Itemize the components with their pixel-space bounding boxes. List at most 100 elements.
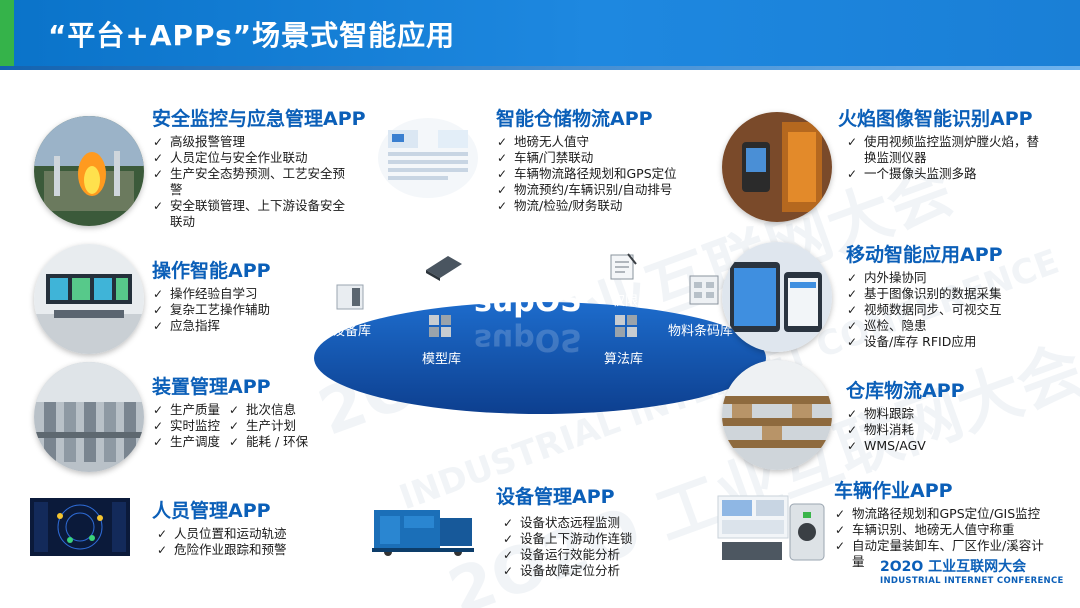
section-equipment: 设备管理APP 设备状态远程监测 设备上下游动作连锁 设备运行效能分析 设备故障… xyxy=(496,482,716,579)
list-item: 地磅无人值守 xyxy=(496,134,736,150)
warehouse-title: 智能仓储物流APP xyxy=(496,108,653,130)
header-stripe xyxy=(0,66,1080,70)
header-bar xyxy=(0,0,1080,66)
supos-logo-reflection: supOS xyxy=(474,322,582,357)
conference-name-cn: 2O2O 工业互联网大会 xyxy=(880,559,1027,575)
list-item: 车辆物流路径规划和GPS定位 xyxy=(496,166,736,182)
list-item: 设备运行效能分析 xyxy=(502,547,716,563)
flame-photo xyxy=(722,112,832,222)
flame-title: 火焰图像智能识别APP xyxy=(838,108,1033,130)
section-vehicle: 车辆作业APP 物流路径规划和GPS定位/GIS监控 车辆识别、地磅无人值守称重… xyxy=(834,476,1064,570)
operation-photo xyxy=(34,244,144,354)
section-storage: 仓库物流APP 物料跟踪 物料消耗 WMS/AGV xyxy=(846,376,1046,454)
section-safety: 安全监控与应急管理APP 高级报警管理 人员定位与安全作业联动 生产安全态势预测… xyxy=(152,104,382,230)
safety-list: 高级报警管理 人员定位与安全作业联动 生产安全态势预测、工艺安全预警 安全联锁管… xyxy=(152,134,382,230)
module-device-library: 设备库 xyxy=(332,324,372,339)
supos-logo: supOS xyxy=(474,284,582,319)
knowledge-base-icon xyxy=(424,252,464,286)
list-item: 批次信息 xyxy=(228,402,308,418)
module-model-library: 模型库 xyxy=(422,352,462,367)
model-library-icon xyxy=(426,312,456,346)
list-item: 操作经验自学习 xyxy=(152,286,352,302)
device-photo xyxy=(34,362,144,472)
safety-photo xyxy=(34,116,144,226)
list-item: 物流预约/车辆识别/自动排号 xyxy=(496,182,736,198)
mobile-photo xyxy=(722,242,832,352)
list-item: 视频数据同步、可视交互 xyxy=(846,302,1066,318)
platform-disk xyxy=(314,302,766,414)
personnel-list: 人员位置和运动轨迹 危险作业跟踪和预警 xyxy=(156,526,352,558)
algorithm-library-icon xyxy=(612,312,642,346)
warehouse-list: 地磅无人值守 车辆/门禁联动 车辆物流路径规划和GPS定位 物流预约/车辆识别/… xyxy=(496,134,736,214)
personnel-screen xyxy=(30,498,130,556)
list-item: 一个摄像头监测多路 xyxy=(846,166,1058,182)
list-item: 能耗 / 环保 xyxy=(228,434,308,450)
list-item: 人员定位与安全作业联动 xyxy=(152,150,382,166)
safety-title: 安全监控与应急管理APP xyxy=(152,108,366,130)
device-title: 装置管理APP xyxy=(152,376,271,398)
list-item: 基于图像识别的数据采集 xyxy=(846,286,1066,302)
supos-platform xyxy=(310,278,770,418)
list-item: 复杂工艺操作辅助 xyxy=(152,302,352,318)
list-item: 物料消耗 xyxy=(846,422,1046,438)
header-accent xyxy=(0,0,14,66)
personnel-title: 人员管理APP xyxy=(152,500,271,522)
list-item: 使用视频监控监测炉膛火焰，替换监测仪器 xyxy=(846,134,1046,166)
material-barcode-icon xyxy=(688,274,720,310)
mobile-list: 内外操协同 基于图像识别的数据采集 视频数据同步、可视交互 巡检、隐患 设备/库… xyxy=(846,270,1066,350)
module-algorithm-library: 算法库 xyxy=(604,352,644,367)
storage-photo xyxy=(722,360,832,470)
list-item: 实时监控 xyxy=(152,418,220,434)
list-item: 生产质量 xyxy=(152,402,220,418)
permission-icon xyxy=(608,252,638,286)
device-list-left: 生产质量 实时监控 生产调度 xyxy=(152,402,220,450)
section-warehouse: 智能仓储物流APP 地磅无人值守 车辆/门禁联动 车辆物流路径规划和GPS定位 … xyxy=(496,104,736,214)
module-permission: 权限 xyxy=(612,294,639,309)
equipment-list: 设备状态远程监测 设备上下游动作连锁 设备运行效能分析 设备故障定位分析 xyxy=(502,515,716,579)
module-knowledge-base: 知识库 xyxy=(422,292,462,307)
module-material-barcode: 物料条码库 xyxy=(668,324,734,339)
section-personnel: 人员管理APP 人员位置和运动轨迹 危险作业跟踪和预警 xyxy=(152,496,352,558)
list-item: 高级报警管理 xyxy=(152,134,382,150)
section-flame: 火焰图像智能识别APP 使用视频监控监测炉膛火焰，替换监测仪器 一个摄像头监测多… xyxy=(838,104,1058,182)
list-item: 自动定量装卸车、厂区作业/溪容计量 xyxy=(834,538,1044,570)
list-item: 物料跟踪 xyxy=(846,406,1046,422)
mobile-title: 移动智能应用APP xyxy=(846,244,1003,266)
equipment-title: 设备管理APP xyxy=(496,486,615,508)
operation-title: 操作智能APP xyxy=(152,260,271,282)
vehicle-title: 车辆作业APP xyxy=(834,480,953,502)
list-item: 车辆识别、地磅无人值守称重 xyxy=(834,522,1064,538)
list-item: 物流/检验/财务联动 xyxy=(496,198,736,214)
list-item: 内外操协同 xyxy=(846,270,1066,286)
list-item: 物流路径规划和GPS定位/GIS监控 xyxy=(834,506,1044,522)
section-operation: 操作智能APP 操作经验自学习 复杂工艺操作辅助 应急指挥 xyxy=(152,256,352,334)
section-device: 装置管理APP 生产质量 实时监控 生产调度 批次信息 生产计划 能耗 / 环保 xyxy=(152,372,352,450)
storage-list: 物料跟踪 物料消耗 WMS/AGV xyxy=(846,406,1046,454)
list-item: 安全联锁管理、上下游设备安全联动 xyxy=(152,198,352,230)
vehicle-screens xyxy=(716,494,826,564)
list-item: 生产计划 xyxy=(228,418,308,434)
conference-name-en: INDUSTRIAL INTERNET CONFERENCE xyxy=(880,576,1064,586)
list-item: 巡检、隐患 xyxy=(846,318,1066,334)
list-item: 车辆/门禁联动 xyxy=(496,150,736,166)
list-item: 设备故障定位分析 xyxy=(502,563,716,579)
list-item: 设备上下游动作连锁 xyxy=(502,531,716,547)
page-title: “平台+APPs”场景式智能应用 xyxy=(48,19,456,52)
list-item: 生产调度 xyxy=(152,434,220,450)
list-item: 设备状态远程监测 xyxy=(502,515,716,531)
warehouse-dashboard xyxy=(378,118,478,198)
list-item: 设备/库存 RFID应用 xyxy=(846,334,1066,350)
vehicle-list: 物流路径规划和GPS定位/GIS监控 车辆识别、地磅无人值守称重 自动定量装卸车… xyxy=(834,506,1064,570)
list-item: WMS/AGV xyxy=(846,438,1046,454)
conference-logo: 2O2O 工业互联网大会 INDUSTRIAL INTERNET CONFERE… xyxy=(880,556,1064,586)
section-mobile: 移动智能应用APP 内外操协同 基于图像识别的数据采集 视频数据同步、可视交互 … xyxy=(846,240,1066,350)
list-item: 人员位置和运动轨迹 xyxy=(156,526,352,542)
equipment-photo xyxy=(368,496,478,560)
device-library-icon xyxy=(336,284,364,314)
list-item: 应急指挥 xyxy=(152,318,352,334)
list-item: 危险作业跟踪和预警 xyxy=(156,542,352,558)
operation-list: 操作经验自学习 复杂工艺操作辅助 应急指挥 xyxy=(152,286,352,334)
flame-list: 使用视频监控监测炉膛火焰，替换监测仪器 一个摄像头监测多路 xyxy=(846,134,1058,182)
device-list-right: 批次信息 生产计划 能耗 / 环保 xyxy=(228,402,308,450)
storage-title: 仓库物流APP xyxy=(846,380,965,402)
